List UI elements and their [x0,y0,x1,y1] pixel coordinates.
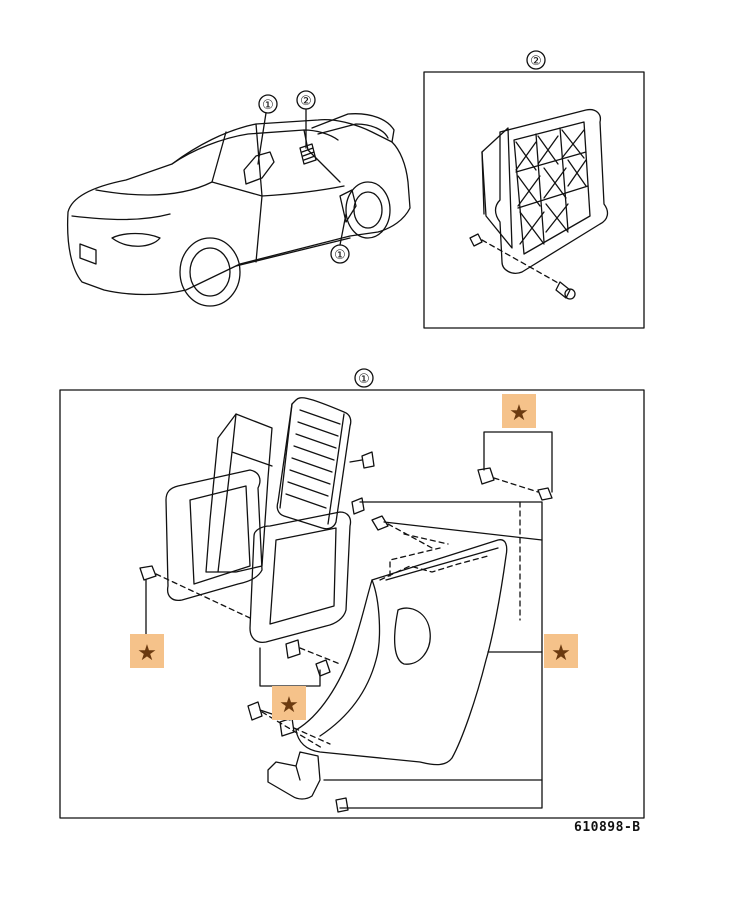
callout-label: ① [334,248,346,263]
inset-panel-part-2 [423,71,645,329]
callout-label: ① [262,98,274,113]
star-marker-left [130,634,164,668]
star-symbol: ★ [509,401,529,426]
main-panel-part-1 [59,389,645,819]
callout-label: ② [300,94,312,109]
star-marker-top-right [502,394,536,428]
vent-assembly [469,108,609,300]
gasket [165,469,263,602]
star-symbol: ★ [551,641,571,666]
star-marker-bottom-center [272,686,306,720]
main-callout-part-1 [354,368,374,388]
inset-callout-part-2 [526,50,546,70]
car-callout-part-2 [296,90,316,149]
frame-seal [249,511,352,644]
car-callout-part-1-upper [257,94,278,165]
document-code: 610898-B [574,820,641,835]
grille [276,397,352,530]
inset-title: ② [530,54,542,69]
star-symbol: ★ [279,693,299,718]
main-title: ① [358,372,370,387]
side-trim-panel [267,539,508,800]
car-callout-part-1-lower [330,213,350,264]
duct [205,413,273,573]
star-leaders [145,431,553,809]
car-illustration [66,113,411,307]
fasteners [139,451,553,813]
star-symbol: ★ [137,641,157,666]
star-marker-right [544,634,578,668]
